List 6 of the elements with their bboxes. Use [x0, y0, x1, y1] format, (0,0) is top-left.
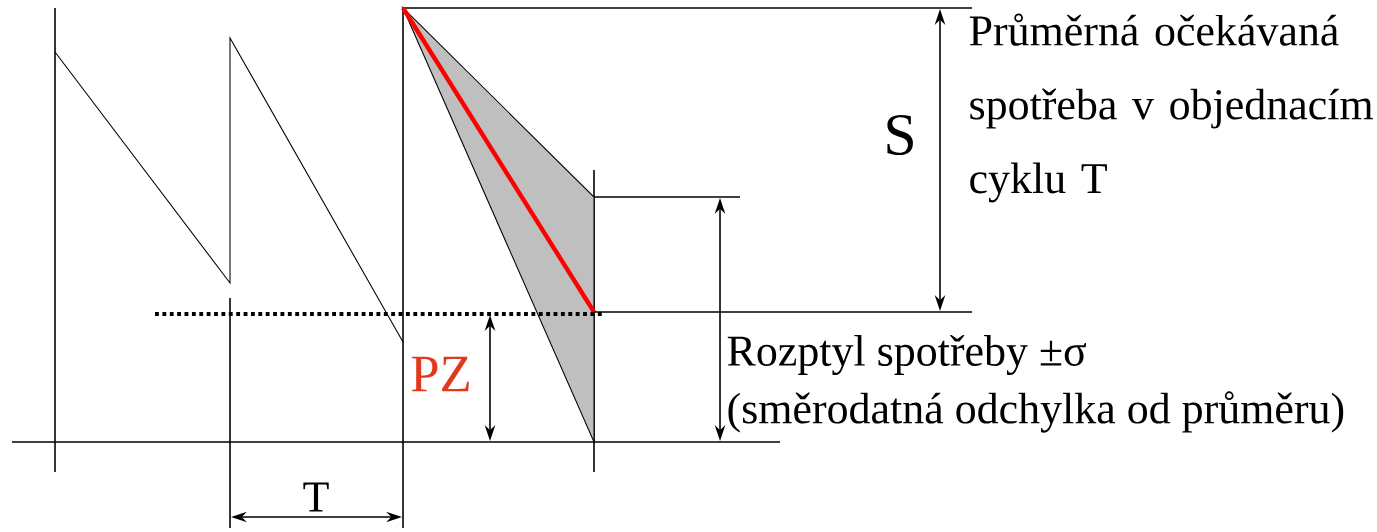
label-text: Rozptyl spotřeby ±σ: [727, 335, 1087, 375]
label-text: (směrodatná odchylka od průměru): [728, 391, 1344, 433]
label-text: Průměrná očekávaná spotřeba v objednacím cyklu T: [969, 13, 1373, 203]
label-text: T: [303, 482, 329, 512]
label-text: PZ: [411, 356, 469, 392]
label-text: S: [887, 114, 913, 156]
